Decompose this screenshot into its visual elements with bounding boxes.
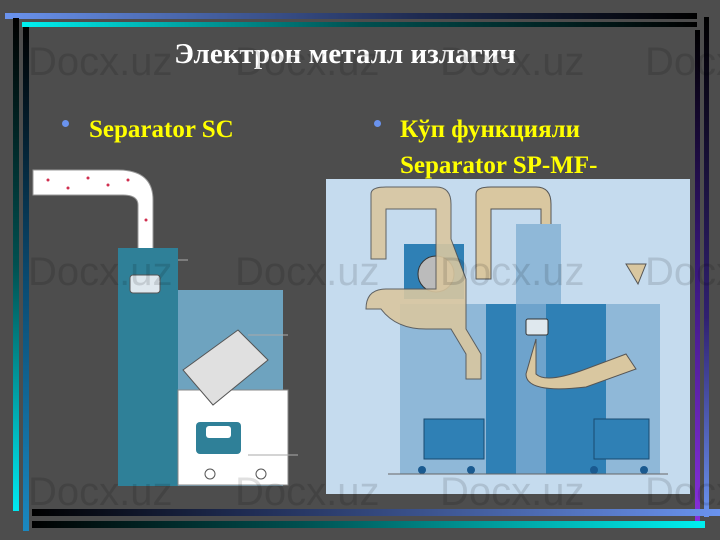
slide-title: Электрон металл излагич (174, 38, 516, 70)
frame-bar-top-2 (22, 22, 697, 27)
bullet-dot (62, 120, 69, 127)
bullet-multifunction-line2: Separator SP-MF- (400, 152, 598, 179)
frame-bar-bottom-2 (32, 521, 705, 528)
frame-bar-right-2 (695, 30, 700, 528)
bullet-multifunction-line1: Кўп функцияли (400, 116, 581, 143)
separator-sc-diagram (32, 169, 298, 486)
frame-bar-top-1 (5, 13, 697, 19)
frame-bar-left-1 (13, 18, 19, 511)
frame-bar-right-1 (704, 17, 709, 517)
frame-bar-bottom-1 (32, 509, 720, 516)
bullet-separator-sc: Separator SC (89, 116, 234, 143)
bullet-dot (374, 120, 381, 127)
frame-bar-left-2 (23, 27, 29, 531)
separator-sp-mf-diagram (326, 179, 690, 494)
